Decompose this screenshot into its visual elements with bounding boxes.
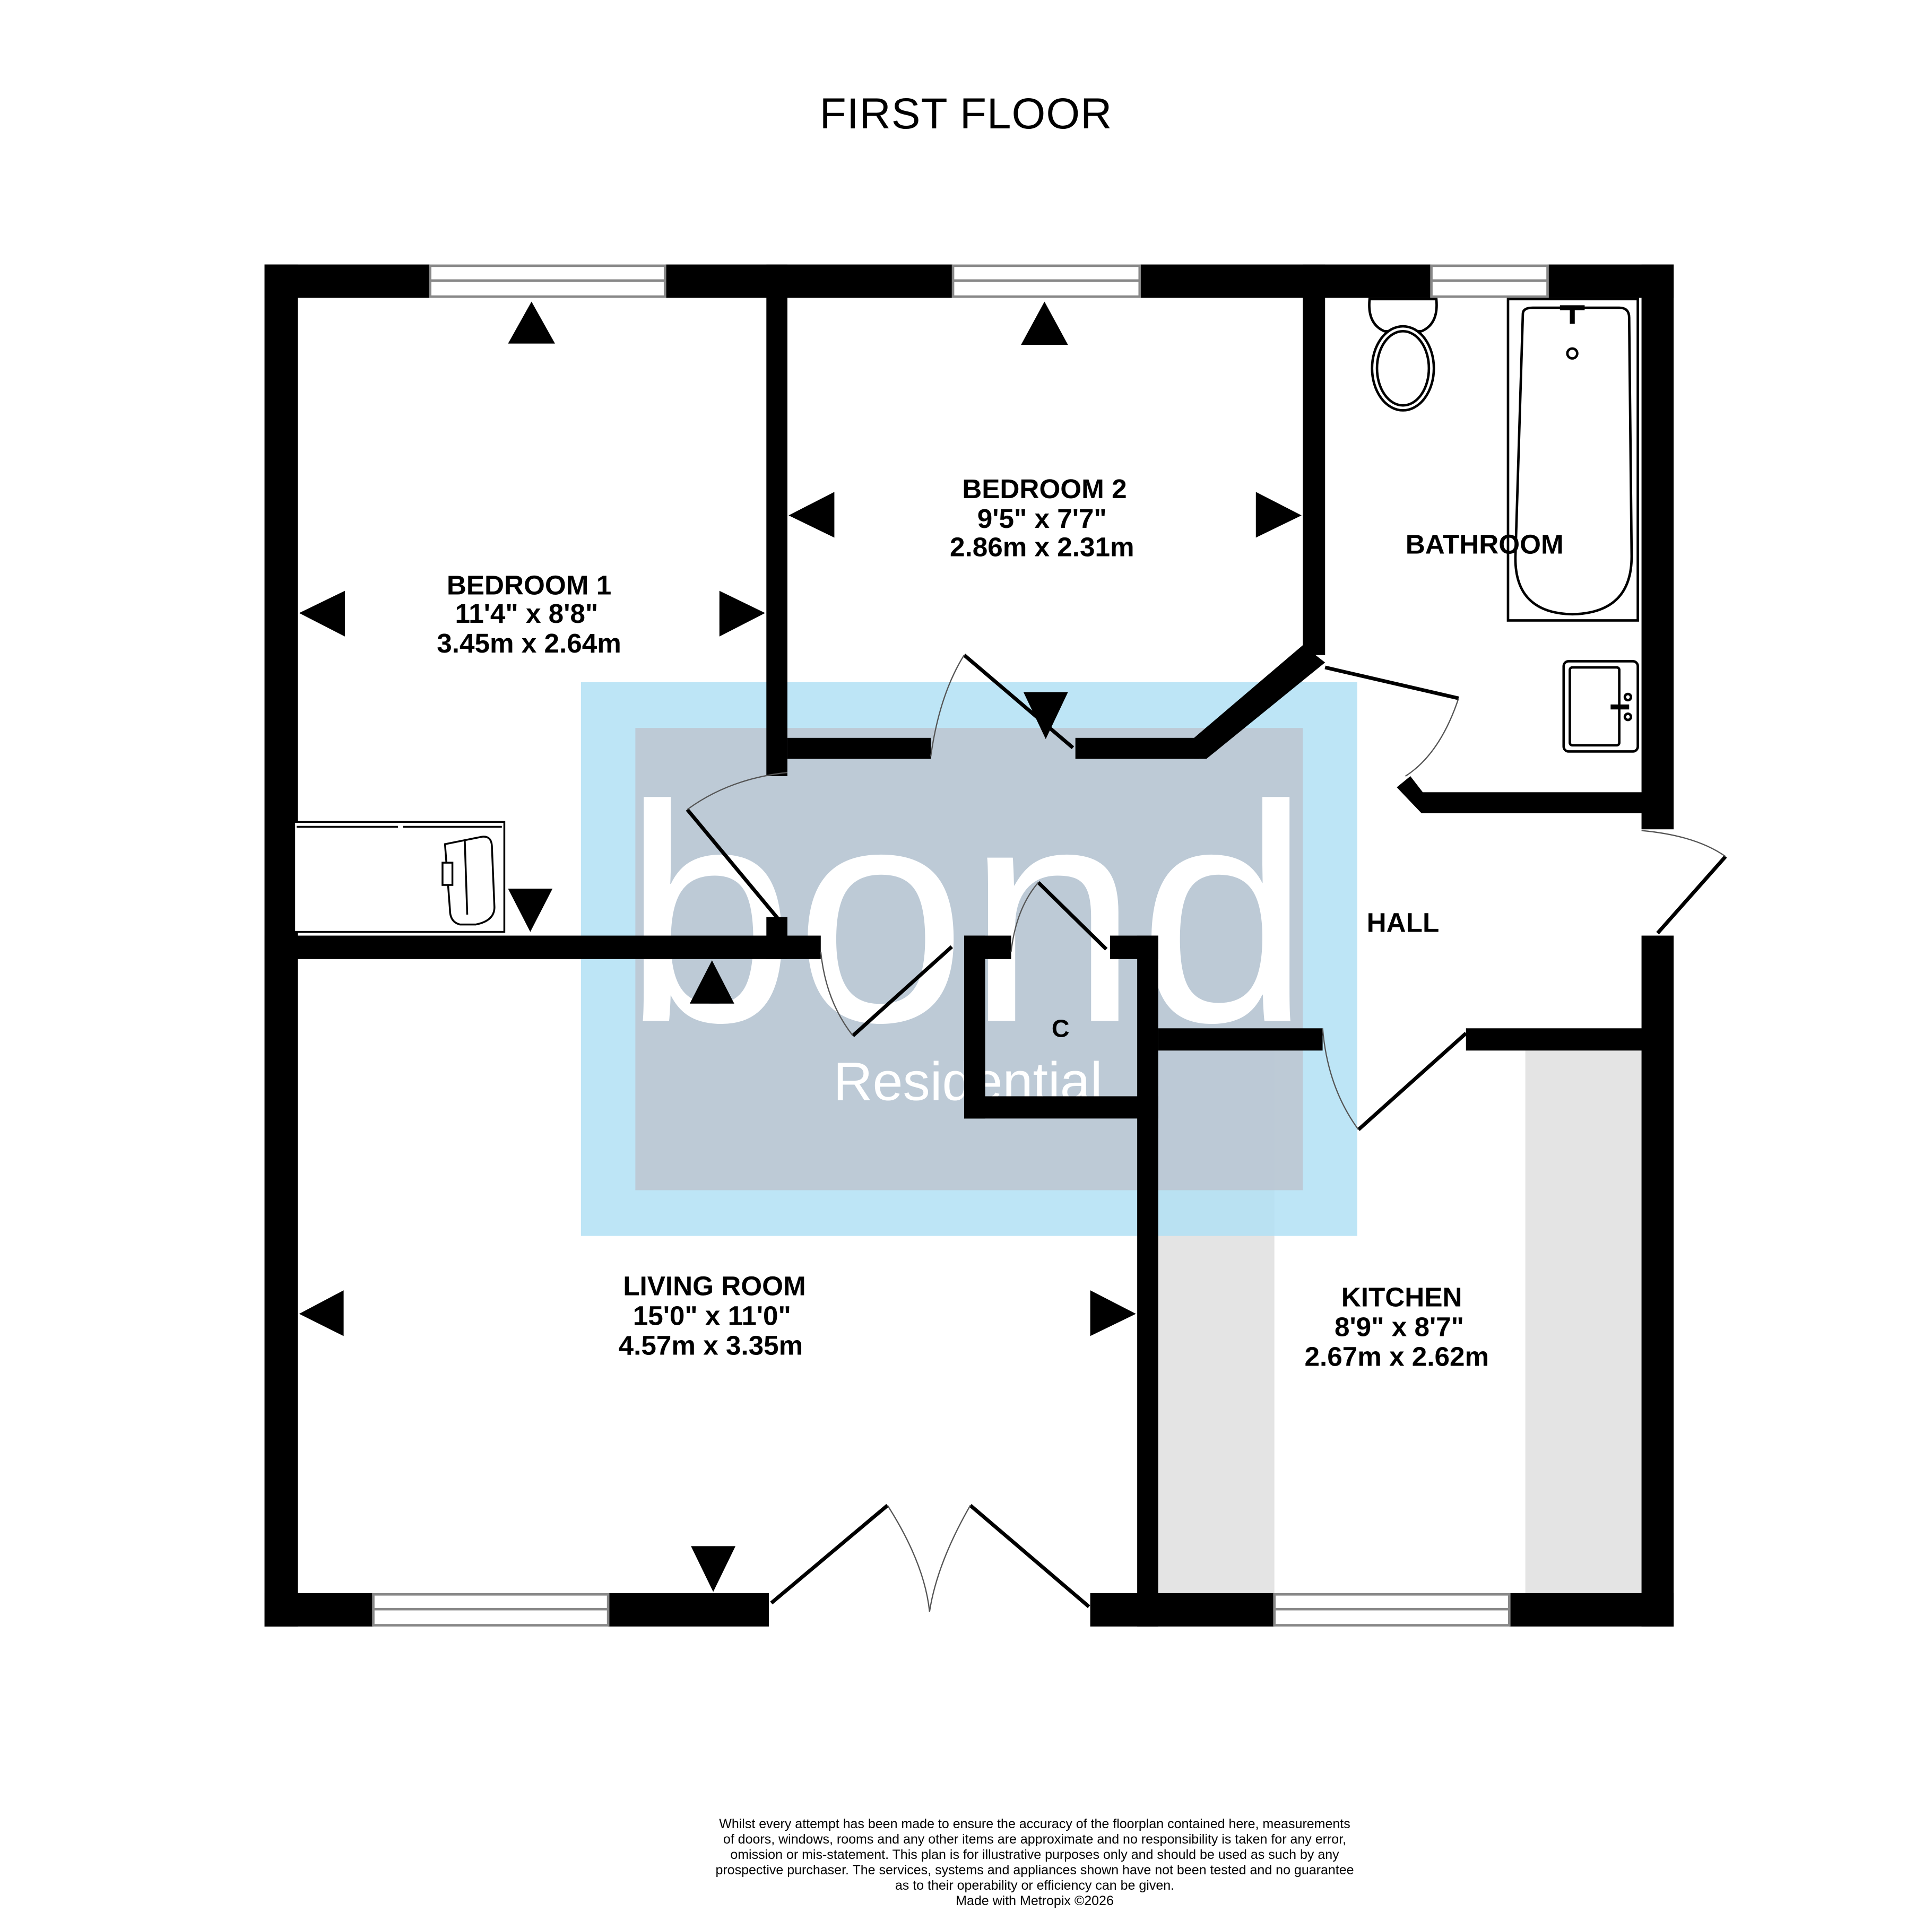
clothes-hanger-icon [441,836,496,926]
svg-text:4.57m x 3.35m: 4.57m x 3.35m [619,1330,803,1360]
door-french-right [929,1503,1090,1612]
door-living [820,945,954,1037]
label-hall: HALL [1367,908,1440,938]
arrow-down-icon [691,1546,736,1592]
door-bedroom1 [686,771,788,921]
wardrobe [293,821,506,933]
dimension-arrows [299,301,1302,1592]
arrow-right-icon [1090,1290,1136,1336]
svg-text:3.45m x 2.64m: 3.45m x 2.64m [437,628,621,658]
walls [264,264,1674,1627]
label-living-room: LIVING ROOM 15'0" x 11'0" 4.57m x 3.35m [619,1271,806,1360]
door-kitchen [1322,1028,1468,1131]
arrow-down-icon [508,889,553,932]
disclaimer-line: Whilst every attempt has been made to en… [719,1817,1350,1831]
arrow-down-icon [1023,692,1068,740]
disclaimer: Whilst every attempt has been made to en… [610,1817,1459,1909]
arrow-right-icon [719,590,765,637]
label-bedroom2: BEDROOM 2 9'5" x 7'7" 2.86m x 2.31m [950,474,1134,562]
svg-text:BEDROOM 1: BEDROOM 1 [447,570,611,601]
disclaimer-line: as to their operability or efficiency ca… [895,1878,1175,1893]
svg-text:KITCHEN: KITCHEN [1341,1282,1462,1312]
svg-text:15'0" x 11'0": 15'0" x 11'0" [633,1300,791,1331]
window-bathroom [1430,264,1549,298]
svg-text:BEDROOM 2: BEDROOM 2 [962,474,1127,504]
arrow-up-icon [1021,301,1068,345]
window-bedroom1 [429,264,666,298]
label-kitchen: KITCHEN 8'9" x 8'7" 2.67m x 2.62m [1305,1282,1489,1371]
label-cupboard: C [1052,1015,1070,1042]
arrow-up-icon [689,960,734,1004]
svg-text:LIVING ROOM: LIVING ROOM [623,1271,806,1301]
floor-title: FIRST FLOOR [819,90,1113,138]
doors [686,654,1727,1612]
door-cupboard [1010,881,1108,952]
svg-text:11'4" x 8'8": 11'4" x 8'8" [455,598,599,629]
room-labels: BEDROOM 1 11'4" x 8'8" 3.45m x 2.64m BED… [437,474,1563,1371]
bathroom-fixtures [1368,298,1639,753]
disclaimer-line: omission or mis-statement. This plan is … [730,1847,1339,1862]
arrow-left-icon [299,590,345,637]
arrow-left-icon [789,492,835,538]
disclaimer-line: prospective purchaser. The services, sys… [715,1863,1354,1878]
door-front [1641,830,1727,935]
sink-icon [1562,660,1639,753]
door-bedroom2 [930,654,1075,757]
label-bedroom1: BEDROOM 1 11'4" x 8'8" 3.45m x 2.64m [437,570,621,658]
arrow-up-icon [508,301,555,344]
credit: Made with Metropix ©2026 [956,1893,1114,1908]
svg-text:8'9" x 8'7": 8'9" x 8'7" [1335,1311,1464,1342]
windows [372,264,1549,1627]
window-kitchen [1273,1593,1511,1627]
svg-text:2.86m x 2.31m: 2.86m x 2.31m [950,532,1134,562]
toilet-icon [1368,298,1438,412]
window-living [372,1593,610,1627]
svg-text:9'5" x 7'7": 9'5" x 7'7" [977,503,1107,534]
bathtub-icon [1506,298,1639,622]
arrow-right-icon [1255,492,1302,538]
disclaimer-line: of doors, windows, rooms and any other i… [723,1832,1347,1847]
arrow-left-icon [299,1290,344,1336]
label-bathroom: BATHROOM [1406,529,1564,560]
door-bathroom [1324,665,1459,777]
window-bedroom2 [951,264,1141,298]
svg-text:2.67m x 2.62m: 2.67m x 2.62m [1305,1341,1489,1371]
door-french-left [770,1503,930,1612]
